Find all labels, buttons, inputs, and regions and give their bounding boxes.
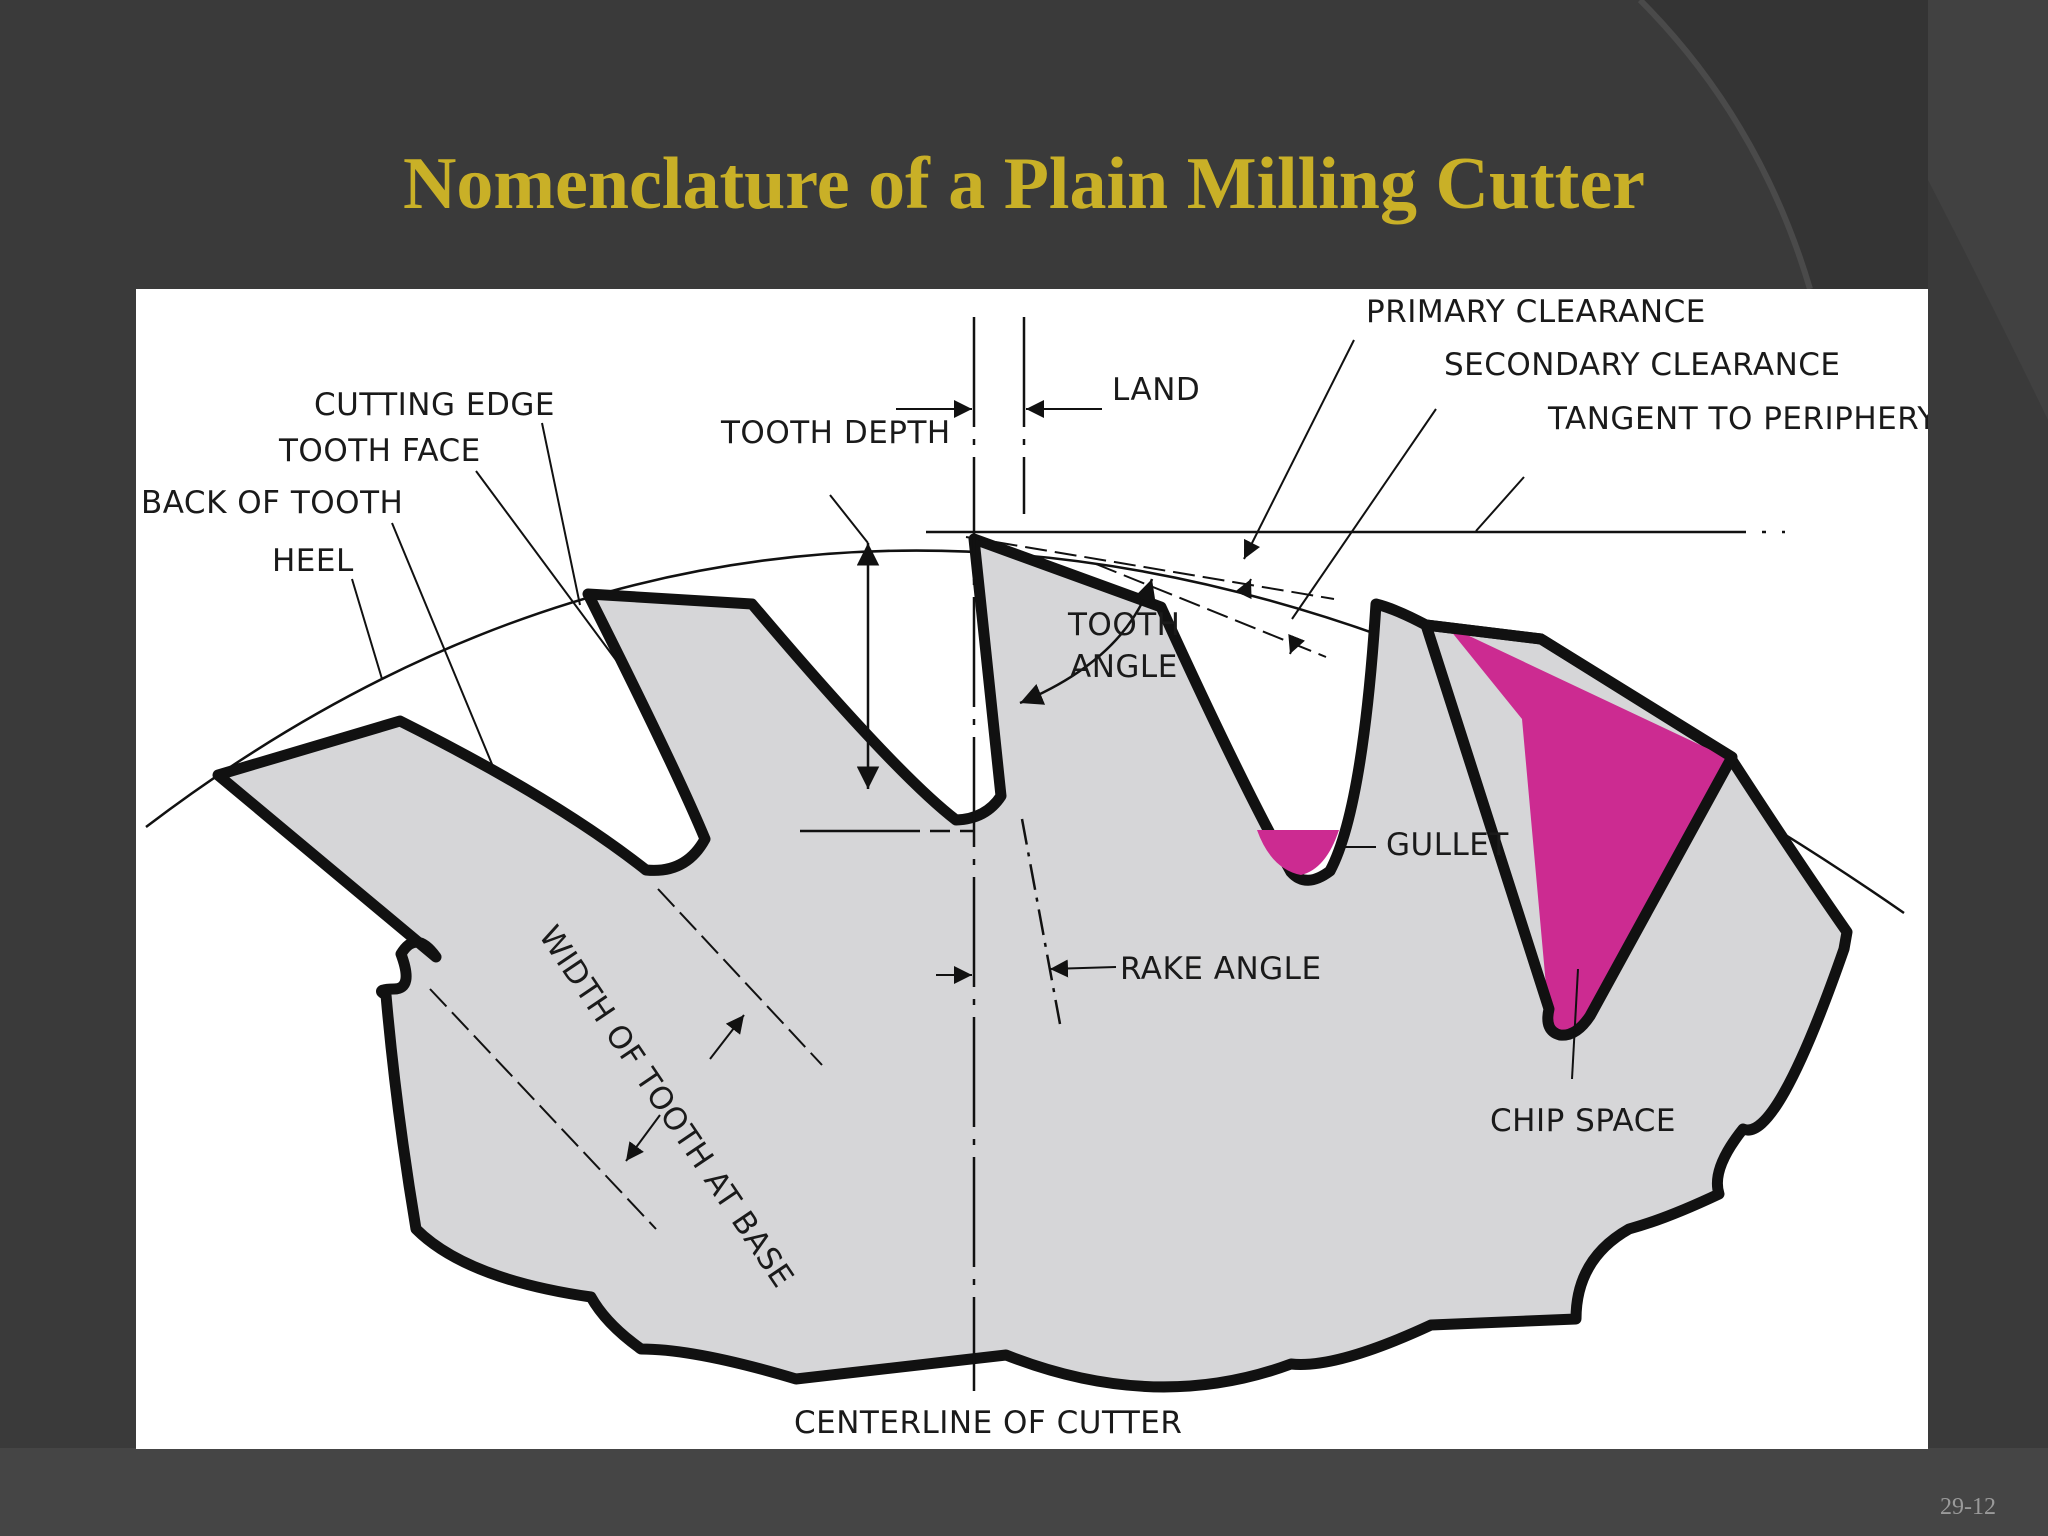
cutter-body (212, 533, 1853, 1393)
secondary-clearance-leader (1291, 408, 1437, 620)
primary-clearance-leader (1243, 339, 1355, 560)
tooth-angle-arc (1019, 578, 1156, 705)
footer-band (0, 1448, 2048, 1536)
label-cutting-edge: CUTTING EDGE (314, 387, 555, 423)
label-tooth-angle-1: TOOTH (1067, 607, 1180, 643)
label-gullet: GULLET (1386, 827, 1509, 863)
heel-leader (351, 578, 383, 680)
label-chip-space: CHIP SPACE (1490, 1103, 1676, 1139)
tooth-depth-leader (829, 494, 869, 544)
label-back-of-tooth: BACK OF TOOTH (141, 485, 403, 521)
label-tooth-face: TOOTH FACE (278, 433, 481, 469)
label-tooth-depth: TOOTH DEPTH (720, 415, 951, 451)
chip-space-outline (1420, 619, 1738, 1041)
milling-cutter-diagram: PRIMARY CLEARANCE SECONDARY CLEARANCE TA… (141, 294, 1928, 1441)
label-tooth-angle-2: ANGLE (1070, 649, 1178, 685)
back-of-tooth-leader (391, 522, 495, 770)
width-base-line-2 (429, 988, 657, 1230)
chip-space-leader (1571, 968, 1579, 1080)
rake-arrow-right (1049, 959, 1117, 978)
tooth-face-leader (475, 470, 637, 688)
gullet-highlight (1257, 830, 1339, 875)
slide-title: Nomenclature of a Plain Milling Cutter (402, 143, 1646, 225)
diagram-panel: PRIMARY CLEARANCE SECONDARY CLEARANCE TA… (136, 289, 1928, 1449)
label-centerline-of-cutter: CENTERLINE OF CUTTER (794, 1405, 1182, 1441)
label-rake-angle: RAKE ANGLE (1120, 951, 1322, 987)
tangent-leader (1475, 476, 1525, 532)
slide-number: 29-12 (1940, 1494, 1996, 1520)
cutting-edge-leader (541, 422, 581, 606)
label-land: LAND (1112, 372, 1200, 408)
width-base-arrow-1 (709, 1014, 745, 1060)
secondary-clearance-arrow (1288, 633, 1306, 655)
label-tangent-to-periphery: TANGENT TO PERIPHERY (1547, 401, 1928, 437)
label-secondary-clearance: SECONDARY CLEARANCE (1444, 347, 1841, 383)
rake-line (1020, 818, 1062, 1025)
label-heel: HEEL (272, 543, 354, 579)
primary-clearance-line (965, 536, 1335, 600)
chip-space-highlight (1446, 625, 1732, 1038)
label-primary-clearance: PRIMARY CLEARANCE (1366, 294, 1706, 330)
width-base-line-1 (657, 888, 823, 1066)
width-base-arrow-2 (625, 1114, 661, 1162)
primary-clearance-leader-2 (1235, 578, 1252, 600)
